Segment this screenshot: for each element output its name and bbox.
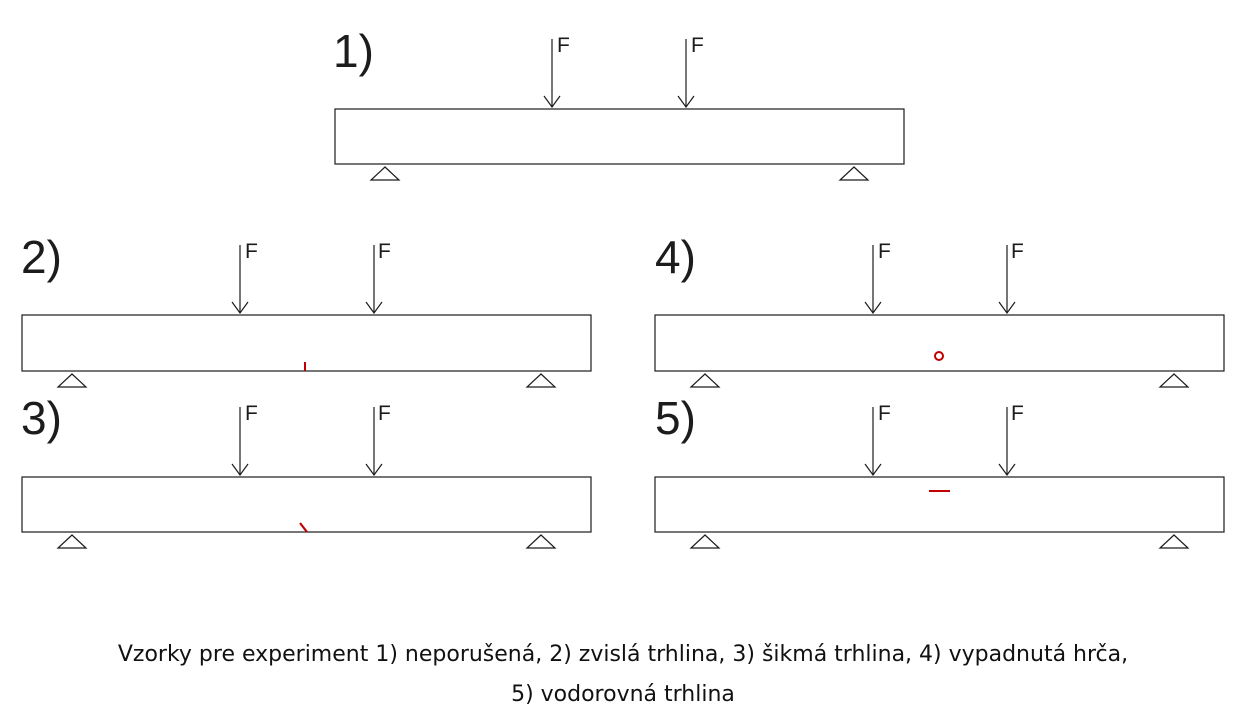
force-label: F	[878, 402, 891, 425]
left-support	[57, 373, 87, 388]
right-support	[1159, 373, 1189, 388]
beam	[334, 108, 905, 165]
specimen-number-label: 1)	[333, 25, 374, 77]
left-support	[370, 166, 400, 181]
beam	[654, 476, 1225, 533]
specimen-number-label: 4)	[655, 231, 696, 283]
force-label: F	[245, 402, 258, 425]
force-arrow: F	[998, 240, 1024, 315]
force-arrow: F	[231, 240, 258, 315]
specimen-number-label: 2)	[21, 231, 62, 283]
force-label: F	[557, 34, 570, 57]
specimen-5: 5) F F	[654, 392, 1225, 549]
force-label: F	[691, 34, 704, 57]
force-arrow: F	[998, 402, 1024, 477]
figure-caption-line-1: Vzorky pre experiment 1) neporušená, 2) …	[117, 642, 1129, 667]
force-label: F	[878, 240, 891, 263]
force-arrow: F	[864, 402, 891, 477]
left-support	[690, 534, 720, 549]
force-label: F	[1011, 240, 1024, 263]
force-label: F	[1011, 402, 1024, 425]
beam	[21, 476, 592, 533]
specimen-number-label: 3)	[21, 392, 62, 444]
force-arrow: F	[365, 240, 391, 315]
force-label: F	[378, 402, 391, 425]
right-support	[839, 166, 869, 181]
specimen-1: 1) F F	[333, 25, 905, 181]
force-arrow: F	[677, 34, 704, 109]
left-support	[57, 534, 87, 549]
specimen-3: 3) F F	[21, 392, 592, 549]
force-arrow: F	[864, 240, 891, 315]
left-support	[690, 373, 720, 388]
beam	[654, 314, 1225, 372]
right-support	[526, 373, 556, 388]
force-arrow: F	[543, 34, 570, 109]
force-arrow: F	[231, 402, 258, 477]
force-label: F	[378, 240, 391, 263]
specimen-2: 2) F F	[21, 231, 592, 388]
force-label: F	[245, 240, 258, 263]
specimen-4: 4) F F	[654, 231, 1225, 388]
right-support	[526, 534, 556, 549]
fallen-out-knot	[934, 351, 944, 361]
right-support	[1159, 534, 1189, 549]
oblique-crack	[299, 522, 308, 533]
specimen-number-label: 5)	[655, 392, 696, 444]
figure-caption-line-2: 5) vodorovná trhlina	[511, 682, 735, 707]
beam	[21, 314, 592, 372]
force-arrow: F	[365, 402, 391, 477]
